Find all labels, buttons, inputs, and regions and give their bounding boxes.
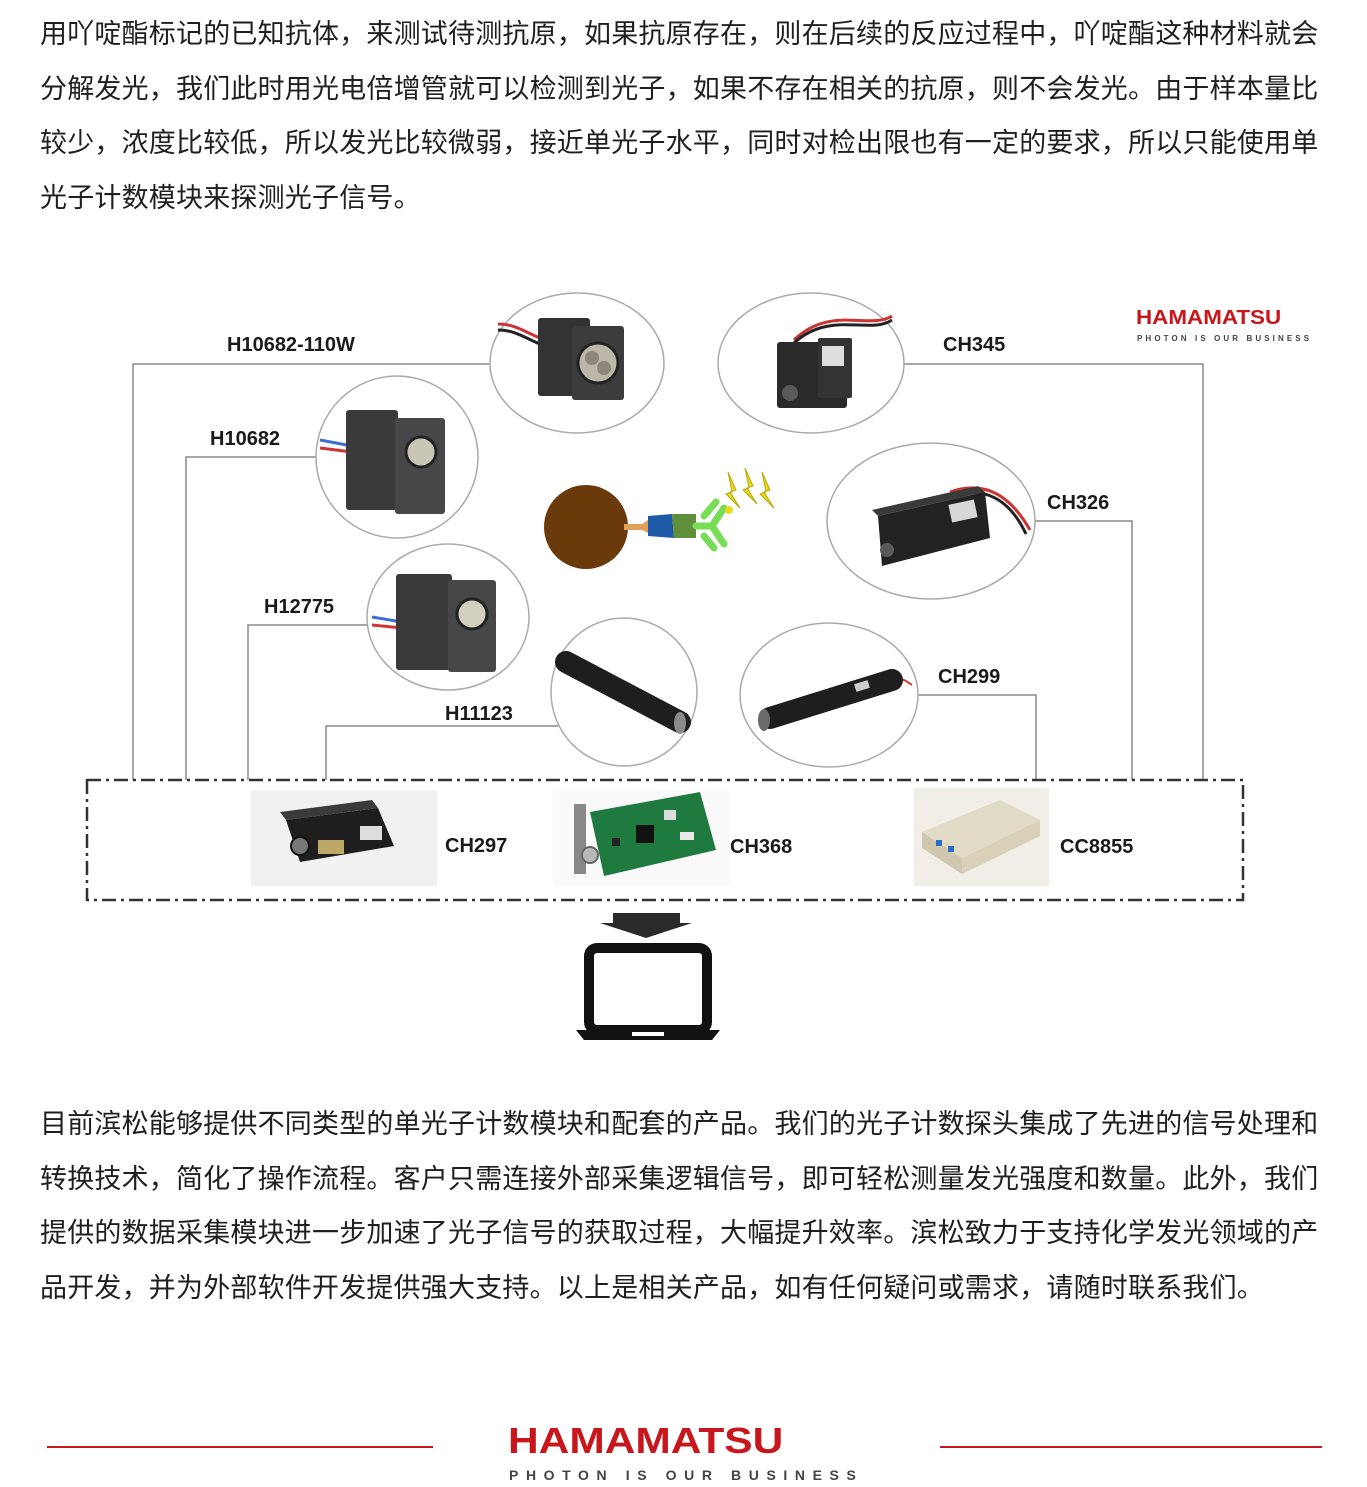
footer-rule-left [47, 1446, 433, 1448]
module-ch368-image [553, 790, 730, 886]
intro-paragraph: 用吖啶酯标记的已知抗体，来测试待测抗原，如果抗原存在，则在后续的反应过程中，吖啶… [40, 19, 1319, 214]
label-cc8855: CC8855 [1060, 836, 1133, 858]
bead [544, 485, 628, 569]
label-ch297: CH297 [445, 835, 507, 857]
connector-lines [132, 363, 1204, 780]
label-ch299: CH299 [938, 666, 1000, 688]
connector-h12775 [247, 624, 371, 780]
detector-h10682-110w [489, 292, 665, 434]
brand-logo-footer: HAMAMATSU [508, 1420, 784, 1461]
connector-h10682 [185, 456, 320, 780]
detector-ch345 [717, 292, 905, 434]
label-ch326: CH326 [1047, 492, 1109, 514]
antibody-icon [692, 498, 728, 552]
computer-laptop-icon [576, 913, 720, 1040]
light-spark-icon [725, 467, 775, 509]
brand-slogan-footer: PHOTON IS OUR BUSINESS [509, 1467, 864, 1483]
module-ch297-image [251, 790, 437, 886]
detector-ch326 [826, 442, 1036, 600]
detector-h10682 [315, 375, 479, 539]
connector-ch299 [914, 694, 1037, 780]
label-ch368: CH368 [730, 836, 792, 858]
connector-ch345 [902, 363, 1204, 780]
label-h10682: H10682 [210, 428, 280, 450]
footer-rule-right [940, 1446, 1322, 1448]
module-cc8855-image [914, 788, 1049, 886]
chemiluminescence-illustration [544, 467, 775, 569]
label-ch345: CH345 [943, 334, 1005, 356]
label-h11123: H11123 [445, 703, 513, 725]
connector-h11123 [325, 725, 558, 780]
detector-h11123 [550, 617, 698, 767]
connector-h10682-110w [132, 363, 495, 780]
product-diagram: H10682-110W H10682 H12775 H11123 CH345 C… [85, 292, 1245, 1040]
label-h10682-110w: H10682-110W [227, 334, 355, 356]
brand-logo-top: HAMAMATSU [1136, 307, 1282, 329]
acquisition-box [85, 778, 1245, 902]
connector-ch326 [1034, 520, 1133, 780]
products-paragraph: 目前滨松能够提供不同类型的单光子计数模块和配套的产品。我们的光子计数探头集成了先… [40, 1109, 1319, 1304]
detector-h12775 [366, 543, 530, 691]
detector-ch299 [739, 622, 919, 768]
brand-slogan-top: PHOTON IS OUR BUSINESS [1137, 334, 1313, 343]
label-h12775: H12775 [264, 596, 334, 618]
